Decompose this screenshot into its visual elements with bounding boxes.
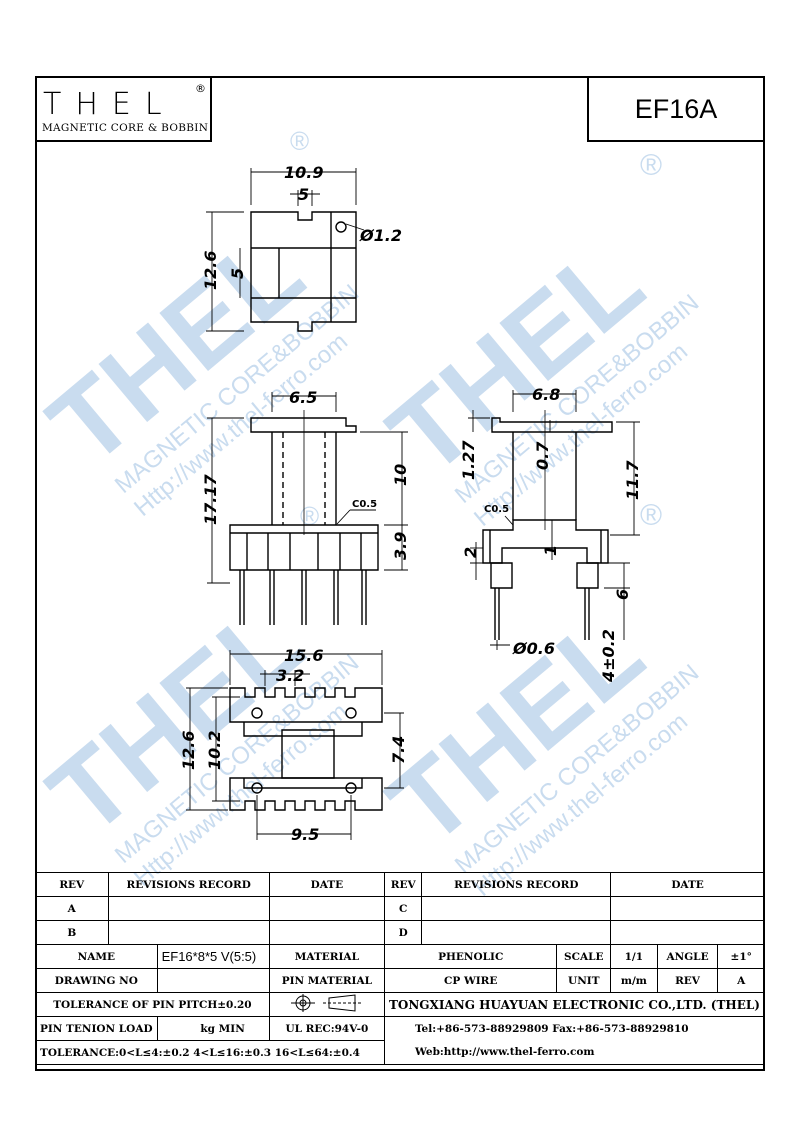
dim-side-gap: 0.7 xyxy=(533,441,552,470)
general-tolerance: TOLERANCE:0<L≤4:±0.2 4<L≤16:±0.3 16<L≤64… xyxy=(35,1040,385,1065)
dim-side-width: 6.8 xyxy=(532,385,560,404)
svg-text:®: ® xyxy=(640,499,662,532)
drawing-row: DRAWING NO PIN MATERIAL CP WIRE UNIT m/m… xyxy=(35,968,765,993)
rev-b: B xyxy=(35,920,109,945)
side-view xyxy=(468,390,640,650)
dim-side-base: 2 xyxy=(461,547,480,558)
material-label: MATERIAL xyxy=(268,944,385,969)
ul-rating: UL REC:94V-0 xyxy=(268,1016,385,1041)
dim-front-total: 17.17 xyxy=(201,474,220,525)
svg-text:®: ® xyxy=(290,126,309,156)
dim-top-hole: Ø1.2 xyxy=(359,226,402,245)
projection-symbol xyxy=(268,992,385,1017)
model-number: EF16A xyxy=(587,76,765,142)
drawing-frame xyxy=(35,76,765,1071)
name-value: EF16*8*5 V(5:5) xyxy=(156,944,270,969)
pitch-tolerance: TOLERANCE OF PIN PITCH±0.20 xyxy=(35,992,270,1017)
unit-label: UNIT xyxy=(556,968,612,993)
rev-header-2: REV xyxy=(383,872,423,897)
dim-top-inner: 5 xyxy=(228,268,247,279)
revision-row-b: B D xyxy=(35,920,765,945)
tolerance-row: TOLERANCE:0<L≤4:±0.2 4<L≤16:±0.3 16<L≤64… xyxy=(35,1040,766,1065)
tension-row: PIN TENION LOAD kg MIN UL REC:94V-0 Tel:… xyxy=(35,1016,766,1041)
dim-top-height: 12.6 xyxy=(201,251,220,290)
rev-value: A xyxy=(717,968,765,993)
rev-a: A xyxy=(35,896,109,921)
drawing-no-label: DRAWING NO xyxy=(35,968,158,993)
date-header-2: DATE xyxy=(610,872,765,897)
name-row: NAME EF16*8*5 V(5:5) MATERIAL PHENOLIC S… xyxy=(35,944,765,969)
svg-text:®: ® xyxy=(640,149,662,182)
date-header: DATE xyxy=(268,872,385,897)
scale-label: SCALE xyxy=(556,944,612,969)
rev-d: D xyxy=(383,920,423,945)
dim-front-chamfer: C0.5 xyxy=(352,499,377,510)
company-logo: THEL ® MAGNETIC CORE & BOBBIN xyxy=(35,76,212,142)
bottom-view xyxy=(186,650,404,840)
unit-value: m/m xyxy=(610,968,658,993)
dim-side-pin-dia: Ø0.6 xyxy=(512,639,555,658)
material-value: PHENOLIC xyxy=(383,944,558,969)
revisions-header-2: REVISIONS RECORD xyxy=(421,872,612,897)
rev-header: REV xyxy=(35,872,109,897)
dim-side-pin: 6 xyxy=(613,589,632,600)
dim-bottom-inner: 7.4 xyxy=(389,736,408,764)
dim-bottom-row: 10.2 xyxy=(205,731,224,770)
registered-mark: ® xyxy=(195,82,206,95)
scale-value: 1/1 xyxy=(610,944,658,969)
revision-header-row: REV REVISIONS RECORD DATE REV REVISIONS … xyxy=(35,872,765,897)
company-tel: Tel:+86-573-88929809 Fax:+86-573-8892981… xyxy=(383,1016,766,1041)
logo-subtitle: MAGNETIC CORE & BOBBIN xyxy=(42,122,209,134)
revision-row-a: A C xyxy=(35,896,765,921)
dim-bottom-width: 15.6 xyxy=(284,646,323,665)
front-view xyxy=(207,392,408,625)
dim-bottom-pitch: 3.2 xyxy=(276,666,304,685)
pin-material-value: CP WIRE xyxy=(383,968,558,993)
dim-front-width: 6.5 xyxy=(289,388,317,407)
title-block: REV REVISIONS RECORD DATE REV REVISIONS … xyxy=(35,872,766,1065)
pin-material-label: PIN MATERIAL xyxy=(268,968,385,993)
tension-label: PIN TENION LOAD xyxy=(35,1016,158,1041)
company-web: Web:http://www.thel-ferro.com xyxy=(383,1040,766,1065)
dim-front-lower: 3.9 xyxy=(391,532,410,560)
company-name: TONGXIANG HUAYUAN ELECTRONIC CO.,LTD. (T… xyxy=(383,992,766,1017)
dim-side-chamfer: C0.5 xyxy=(484,504,509,515)
svg-text:®: ® xyxy=(300,501,319,531)
rev-label: REV xyxy=(656,968,719,993)
dim-side-flange: 1.27 xyxy=(459,440,478,480)
dim-top-width: 10.9 xyxy=(284,163,323,182)
name-label: NAME xyxy=(35,944,158,969)
dim-bottom-height: 12.6 xyxy=(179,731,198,770)
dim-bottom-span: 9.5 xyxy=(291,825,319,844)
logo-wordmark: THEL xyxy=(43,87,176,122)
dim-top-slot: 5 xyxy=(298,185,309,204)
dim-front-upper: 10 xyxy=(391,464,410,486)
revisions-header: REVISIONS RECORD xyxy=(107,872,270,897)
dim-side-pin-length: 4±0.2 xyxy=(599,629,618,683)
top-view xyxy=(206,168,365,332)
angle-label: ANGLE xyxy=(656,944,719,969)
tension-unit: kg MIN xyxy=(156,1016,270,1041)
angle-value: ±1° xyxy=(717,944,765,969)
dim-side-step: 1 xyxy=(541,545,560,556)
rev-c: C xyxy=(383,896,423,921)
dim-side-height: 11.7 xyxy=(623,460,642,500)
pitch-row: TOLERANCE OF PIN PITCH±0.20 TONGXIANG HU… xyxy=(35,992,766,1017)
projection-icon xyxy=(290,994,361,1012)
